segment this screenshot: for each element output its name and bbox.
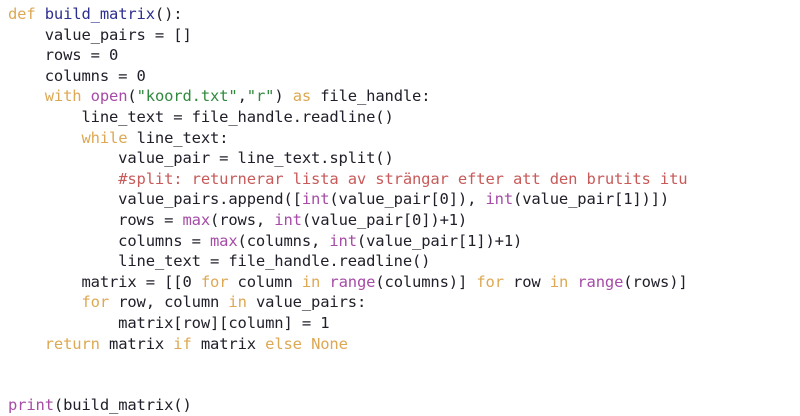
code-line: line_text = file_handle.readline() — [8, 107, 800, 128]
code-token: for — [81, 293, 110, 312]
code-token: matrix = [[0 — [8, 272, 201, 291]
code-token: (build_matrix() — [53, 396, 192, 415]
code-token — [8, 87, 45, 105]
code-token: (value_pair[0]), — [329, 190, 486, 209]
code-token — [568, 273, 577, 291]
code-token: (value_pair[1])+1) — [356, 231, 523, 250]
code-token: value_pair = line_text.split() — [8, 149, 394, 168]
code-token: ) — [274, 87, 293, 106]
code-token: build_matrix — [44, 5, 155, 23]
code-token: None — [311, 334, 348, 353]
code-token: columns = — [8, 66, 137, 85]
code-token: "r" — [246, 87, 275, 106]
code-token: int — [274, 210, 302, 229]
code-token: line_text = file_handle.readline() — [8, 252, 431, 271]
code-token: 1 — [320, 313, 330, 332]
code-token: for — [476, 272, 504, 291]
code-token: int — [329, 231, 357, 250]
code-token — [8, 293, 81, 311]
code-line: value_pairs.append([int(value_pair[0]), … — [8, 189, 800, 210]
code-token: rows = — [8, 46, 109, 65]
code-line: matrix[row][column] = 1 — [8, 313, 800, 334]
code-token: row, column — [109, 293, 229, 312]
code-token: while — [81, 128, 128, 147]
code-line: #split: returnerar lista av strängar eft… — [8, 169, 800, 190]
code-token: else — [265, 334, 302, 353]
code-line — [8, 375, 800, 396]
code-token: column — [228, 272, 302, 291]
code-token: matrix — [191, 334, 266, 353]
code-line: return matrix if matrix else None — [8, 334, 800, 355]
code-token — [8, 170, 118, 188]
code-token: range — [577, 272, 624, 291]
code-token: max — [182, 210, 211, 229]
code-line: rows = max(rows, int(value_pair[0])+1) — [8, 210, 800, 231]
code-line: columns = max(columns, int(value_pair[1]… — [8, 231, 800, 252]
code-token: "koord.txt" — [136, 87, 238, 106]
code-token: range — [329, 272, 376, 291]
code-token: (value_pair[1])]) — [513, 190, 670, 209]
code-token: matrix — [99, 334, 174, 353]
code-token: line_text: — [127, 128, 229, 147]
code-token: line_text = file_handle.readline() — [8, 107, 394, 126]
code-token: open — [90, 87, 128, 106]
code-token: file_handle: — [311, 87, 431, 106]
code-token: #split: returnerar lista av strängar eft… — [118, 169, 688, 188]
code-line: value_pair = line_text.split() — [8, 148, 800, 169]
code-token: return — [44, 334, 100, 353]
code-line: matrix = [[0 for column in range(columns… — [8, 272, 800, 293]
code-token: (columns)] — [375, 272, 477, 291]
code-line: columns = 0 — [8, 66, 800, 87]
code-token: matrix[row][column] = — [8, 313, 321, 332]
code-token: in — [228, 293, 247, 312]
code-line: for row, column in value_pairs: — [8, 292, 800, 313]
code-line: value_pairs = [] — [8, 25, 800, 46]
code-token: int — [485, 190, 514, 209]
code-token: value_pairs = [] — [8, 25, 192, 44]
code-token: row — [503, 272, 550, 291]
code-token: value_pairs: — [246, 293, 367, 312]
code-token: rows = — [8, 210, 183, 229]
code-token: value_pairs.append([ — [8, 190, 302, 209]
code-line: with open("koord.txt","r") as file_handl… — [8, 86, 800, 107]
code-token — [302, 335, 311, 353]
code-token: with — [44, 87, 91, 106]
code-token: ( — [127, 87, 137, 106]
code-token: for — [200, 272, 229, 291]
code-token — [8, 335, 45, 353]
code-token: (): — [154, 5, 183, 23]
code-line — [8, 354, 800, 375]
code-token: (value_pair[0])+1) — [301, 210, 468, 229]
code-token: def — [8, 5, 45, 23]
code-token: (rows)] — [623, 272, 688, 291]
code-token: 0 — [136, 66, 146, 85]
code-line: print(build_matrix() — [8, 395, 800, 416]
code-token: columns = — [8, 231, 210, 250]
code-line: def build_matrix(): — [8, 4, 800, 25]
code-token: if — [173, 334, 192, 353]
code-token: , — [237, 87, 247, 106]
code-token: max — [210, 231, 238, 250]
code-token — [8, 129, 81, 147]
code-token: 0 — [109, 46, 119, 65]
code-token: int — [301, 190, 330, 209]
code-token: in — [301, 272, 321, 291]
code-token: (rows, — [210, 210, 275, 229]
code-line: while line_text: — [8, 128, 800, 149]
code-token: (columns, — [237, 231, 330, 250]
code-token: as — [292, 87, 312, 106]
code-token: print — [8, 396, 54, 415]
code-token: in — [549, 272, 569, 291]
code-line: rows = 0 — [8, 45, 800, 66]
code-line: line_text = file_handle.readline() — [8, 251, 800, 272]
